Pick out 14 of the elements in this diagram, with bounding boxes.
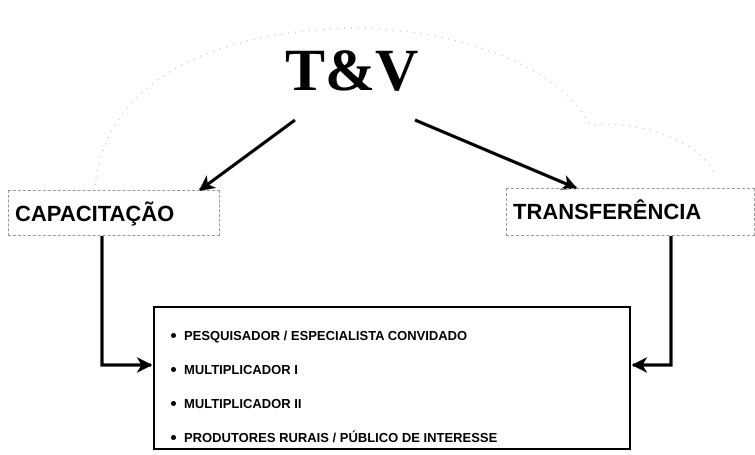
arrow xyxy=(100,236,153,373)
list-item: MULTIPLICADOR I xyxy=(184,362,298,376)
title-text: T&V xyxy=(285,37,418,103)
list-item: PESQUISADOR / ESPECIALISTA CONVIDADO xyxy=(184,328,468,342)
box-label: CAPACITAÇÃO xyxy=(15,201,174,227)
list-item: MULTIPLICADOR II xyxy=(184,396,302,410)
arrow xyxy=(198,118,296,192)
arrow xyxy=(631,236,673,373)
arrow xyxy=(414,118,578,190)
dashed-box xyxy=(506,188,755,236)
dashed-box xyxy=(8,190,220,236)
list-item: PRODUTORES RURAIS / PÚBLICO DE INTERESSE xyxy=(184,430,498,444)
list-box xyxy=(153,306,631,450)
box-label: TRANSFERÊNCIA xyxy=(513,199,702,225)
